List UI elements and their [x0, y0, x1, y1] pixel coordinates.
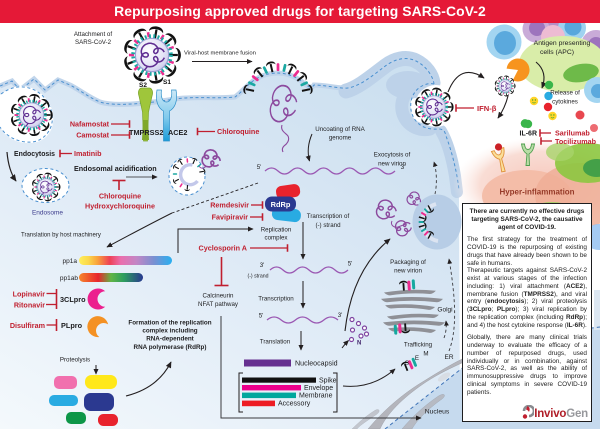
svg-text:Accessory: Accessory [278, 401, 311, 408]
svg-text:RdRp: RdRp [271, 200, 291, 209]
svg-text:ACE2: ACE2 [168, 128, 187, 137]
svg-text:IFN-β: IFN-β [477, 104, 497, 113]
svg-text:Transcription: Transcription [258, 296, 294, 303]
svg-text:Membrane: Membrane [299, 393, 333, 400]
svg-text:Ritonavir: Ritonavir [14, 301, 45, 310]
svg-text:Envelope: Envelope [304, 385, 333, 392]
svg-text:Replication: Replication [261, 227, 292, 234]
svg-text:Remdesivir: Remdesivir [210, 201, 249, 210]
svg-text:Hyper-inflammation: Hyper-inflammation [499, 188, 574, 197]
svg-text:IL-6R: IL-6R [520, 131, 538, 138]
svg-text:Imatinib: Imatinib [74, 149, 102, 158]
svg-text:Hydroxychloroquine: Hydroxychloroquine [85, 202, 155, 211]
svg-text:Spike: Spike [319, 378, 337, 385]
svg-text:complex: complex [264, 235, 288, 242]
svg-text:TMPRSS2: TMPRSS2 [129, 128, 163, 137]
svg-text:3': 3' [260, 262, 265, 269]
svg-text:ER: ER [444, 354, 453, 361]
svg-text:PLpro: PLpro [61, 321, 83, 330]
svg-text:Nafamostat: Nafamostat [70, 120, 110, 129]
svg-text:E: E [415, 355, 419, 362]
svg-text:5': 5' [259, 313, 264, 320]
svg-text:Endosomal acidification: Endosomal acidification [74, 164, 157, 173]
svg-text:Golgi: Golgi [437, 307, 452, 314]
svg-text:Endosome: Endosome [32, 210, 63, 217]
svg-text:Favipiravir: Favipiravir [212, 213, 249, 222]
svg-text:Tocilizumab: Tocilizumab [555, 137, 597, 146]
svg-text:N: N [357, 341, 361, 347]
svg-text:(-) strand: (-) strand [247, 274, 268, 280]
svg-text:complex including: complex including [142, 328, 197, 335]
svg-text:Nucleus: Nucleus [425, 409, 450, 416]
svg-text:Sarilumab: Sarilumab [555, 129, 590, 138]
svg-text:Formation of the replication: Formation of the replication [128, 320, 211, 327]
svg-text:S2: S2 [139, 82, 147, 89]
svg-text:NFAT pathway: NFAT pathway [198, 301, 239, 308]
svg-text:Release of: Release of [550, 90, 580, 97]
svg-text:new virion: new virion [378, 161, 406, 168]
svg-text:S1: S1 [163, 79, 171, 86]
svg-text:M: M [423, 351, 428, 358]
svg-text:pp1a: pp1a [63, 258, 78, 265]
svg-text:3': 3' [338, 312, 343, 319]
svg-text:Viral-host membrane fusion: Viral-host membrane fusion [184, 51, 256, 57]
svg-text:RNA polymerase (RdRp): RNA polymerase (RdRp) [134, 344, 207, 351]
svg-text:Chloroquine: Chloroquine [217, 127, 259, 136]
svg-text:Calcineurin: Calcineurin [203, 293, 235, 300]
svg-text:Transcription of: Transcription of [307, 213, 350, 220]
svg-text:RNA-dependent: RNA-dependent [146, 336, 194, 343]
svg-text:Attachment of: Attachment of [74, 31, 112, 38]
svg-text:Lopinavir: Lopinavir [13, 290, 46, 299]
svg-text:Packaging of: Packaging of [390, 259, 426, 266]
svg-text:Cyclosporin A: Cyclosporin A [199, 244, 247, 253]
svg-text:SARS-CoV-2: SARS-CoV-2 [75, 39, 112, 46]
svg-text:Antigen presenting: Antigen presenting [534, 40, 591, 47]
svg-text:Camostat: Camostat [76, 131, 109, 140]
svg-text:Uncoating of RNA: Uncoating of RNA [315, 126, 365, 133]
svg-text:Endocytosis: Endocytosis [14, 151, 55, 158]
svg-text:3CLpro: 3CLpro [60, 295, 86, 304]
svg-text:Proteolysis: Proteolysis [60, 357, 90, 364]
svg-text:cells (APC): cells (APC) [540, 49, 574, 56]
svg-text:(-) strand: (-) strand [315, 222, 341, 229]
svg-text:5': 5' [348, 261, 353, 268]
svg-text:Trafficking: Trafficking [404, 342, 433, 349]
svg-text:cytokines: cytokines [552, 99, 578, 106]
svg-text:new virion: new virion [394, 268, 422, 275]
svg-text:pp1ab: pp1ab [60, 275, 78, 282]
svg-text:3': 3' [401, 164, 406, 171]
svg-text:Nucleocapsid: Nucleocapsid [295, 360, 338, 368]
svg-text:5': 5' [257, 164, 262, 171]
svg-text:Exocytosis of: Exocytosis of [374, 152, 411, 159]
svg-text:genome: genome [329, 135, 352, 142]
svg-text:Translation by host machinery: Translation by host machinery [21, 233, 101, 239]
svg-text:Disulfiram: Disulfiram [10, 321, 45, 330]
svg-text:Translation: Translation [260, 339, 291, 346]
svg-text:S: S [405, 360, 409, 367]
svg-text:Chloroquine: Chloroquine [99, 192, 141, 201]
